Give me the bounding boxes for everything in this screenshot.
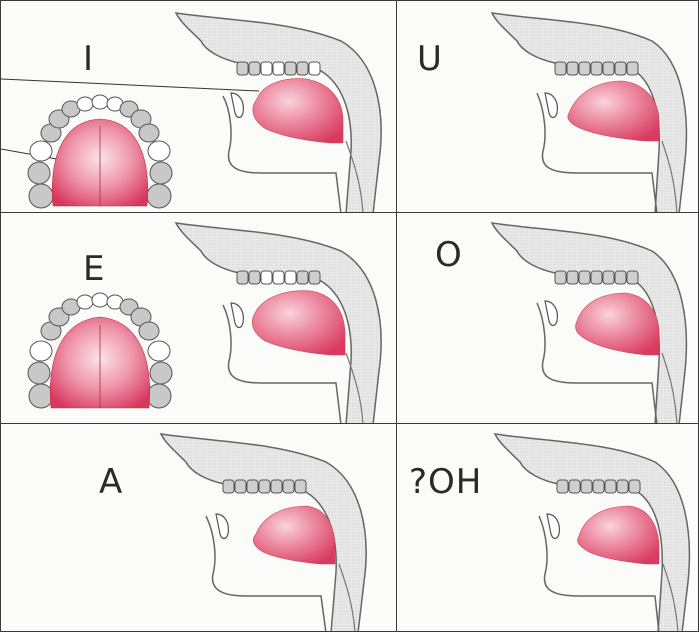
sagittal-head-diagram-oh bbox=[397, 424, 699, 632]
upper-teeth bbox=[555, 62, 638, 75]
lower-incisor bbox=[545, 93, 557, 118]
tongue-shape-o bbox=[576, 293, 660, 355]
panel-vowel-i: I bbox=[0, 0, 397, 213]
tongue-shape-oh bbox=[577, 506, 659, 564]
palate-top-view-e bbox=[1, 213, 397, 424]
panel-vowel-u: U bbox=[396, 0, 699, 213]
upper-teeth bbox=[557, 480, 640, 493]
sagittal-head-diagram-o bbox=[397, 213, 699, 424]
lower-incisor bbox=[547, 514, 559, 539]
sagittal-head-diagram-u bbox=[397, 1, 699, 213]
tongue-shape-u bbox=[568, 81, 659, 141]
tongue-shape-a bbox=[253, 506, 335, 564]
upper-teeth bbox=[223, 480, 306, 493]
lower-incisor bbox=[216, 514, 228, 539]
panel-vowel-a: A bbox=[0, 423, 397, 632]
upper-teeth bbox=[555, 271, 638, 284]
panel-vowel-o: O bbox=[396, 212, 699, 424]
panel-vowel-oh: ?OH bbox=[396, 423, 699, 632]
lower-incisor bbox=[545, 301, 557, 326]
sagittal-head-diagram-a bbox=[1, 424, 397, 632]
palate-top-view-i bbox=[1, 1, 397, 213]
panel-vowel-e: E bbox=[0, 212, 397, 424]
